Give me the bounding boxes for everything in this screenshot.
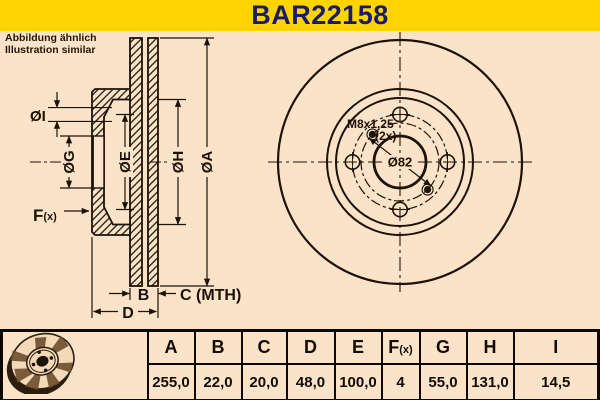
front-thread-label: M8x1,25 (347, 117, 394, 131)
value-d: 48,0 (285, 363, 336, 400)
value-c: 20,0 (240, 363, 288, 400)
dimension-f-label: F(x) (33, 206, 57, 225)
brake-disc-photo (6, 332, 75, 396)
section-centre-bore (92, 135, 105, 189)
dimension-d (91, 237, 157, 318)
table-value-row: 255,0 22,0 20,0 48,0 100,0 4 55,0 131,0 … (2, 363, 600, 400)
section-hat-profile (91, 88, 131, 236)
dimension-e-label: ØE (117, 151, 134, 173)
dimension-c-label: C (MTH) (180, 287, 241, 304)
dimension-table: A B C D E F(x) G H I 255,0 22,0 20,0 48,… (0, 329, 600, 400)
dimension-d-label: D (122, 305, 134, 322)
table-header-row: A B C D E F(x) G H I (0, 329, 600, 400)
cross-section-view: ØI ØG F(x) ØE (30, 37, 241, 322)
col-header-b: B (193, 329, 243, 365)
front-bolt-hole-ticks (352, 114, 448, 210)
col-header-i: I (512, 329, 600, 365)
brake-disc-photo-cell (0, 329, 149, 400)
col-header-f: F(x) (380, 329, 421, 365)
value-a: 255,0 (146, 363, 196, 400)
disclaimer-line-en: Illustration similar (5, 43, 96, 56)
dimension-h-label: ØH (170, 151, 187, 174)
front-bore-label: Ø82 (388, 155, 413, 170)
dimension-i-label: ØI (30, 108, 46, 125)
dimension-a-label: ØA (199, 151, 216, 174)
col-header-g: G (418, 329, 468, 365)
col-header-e: E (333, 329, 383, 365)
value-g: 55,0 (418, 363, 468, 400)
value-f: 4 (380, 363, 421, 400)
col-header-d: D (285, 329, 336, 365)
front-thread-qty: (2x) (375, 129, 396, 143)
dimension-b-label: B (138, 287, 150, 304)
part-number: BAR22158 (251, 0, 389, 30)
disclaimer: Abbildung ähnlich Illustration similar (5, 32, 97, 56)
value-i: 14,5 (512, 363, 600, 400)
col-header-c: C (240, 329, 288, 365)
front-thread-holes (366, 128, 434, 196)
dimension-b-c (109, 288, 176, 318)
col-header-a: A (146, 329, 196, 365)
disclaimer-line-de: Abbildung ähnlich (5, 32, 97, 44)
value-h: 131,0 (465, 363, 515, 400)
dimension-g-label: ØG (61, 150, 78, 173)
value-e: 100,0 (333, 363, 383, 400)
col-header-h: H (465, 329, 515, 365)
title-bar: BAR22158 (0, 0, 600, 31)
value-b: 22,0 (193, 363, 243, 400)
front-view: Ø82 M8x1,25 (2x) (268, 32, 532, 292)
